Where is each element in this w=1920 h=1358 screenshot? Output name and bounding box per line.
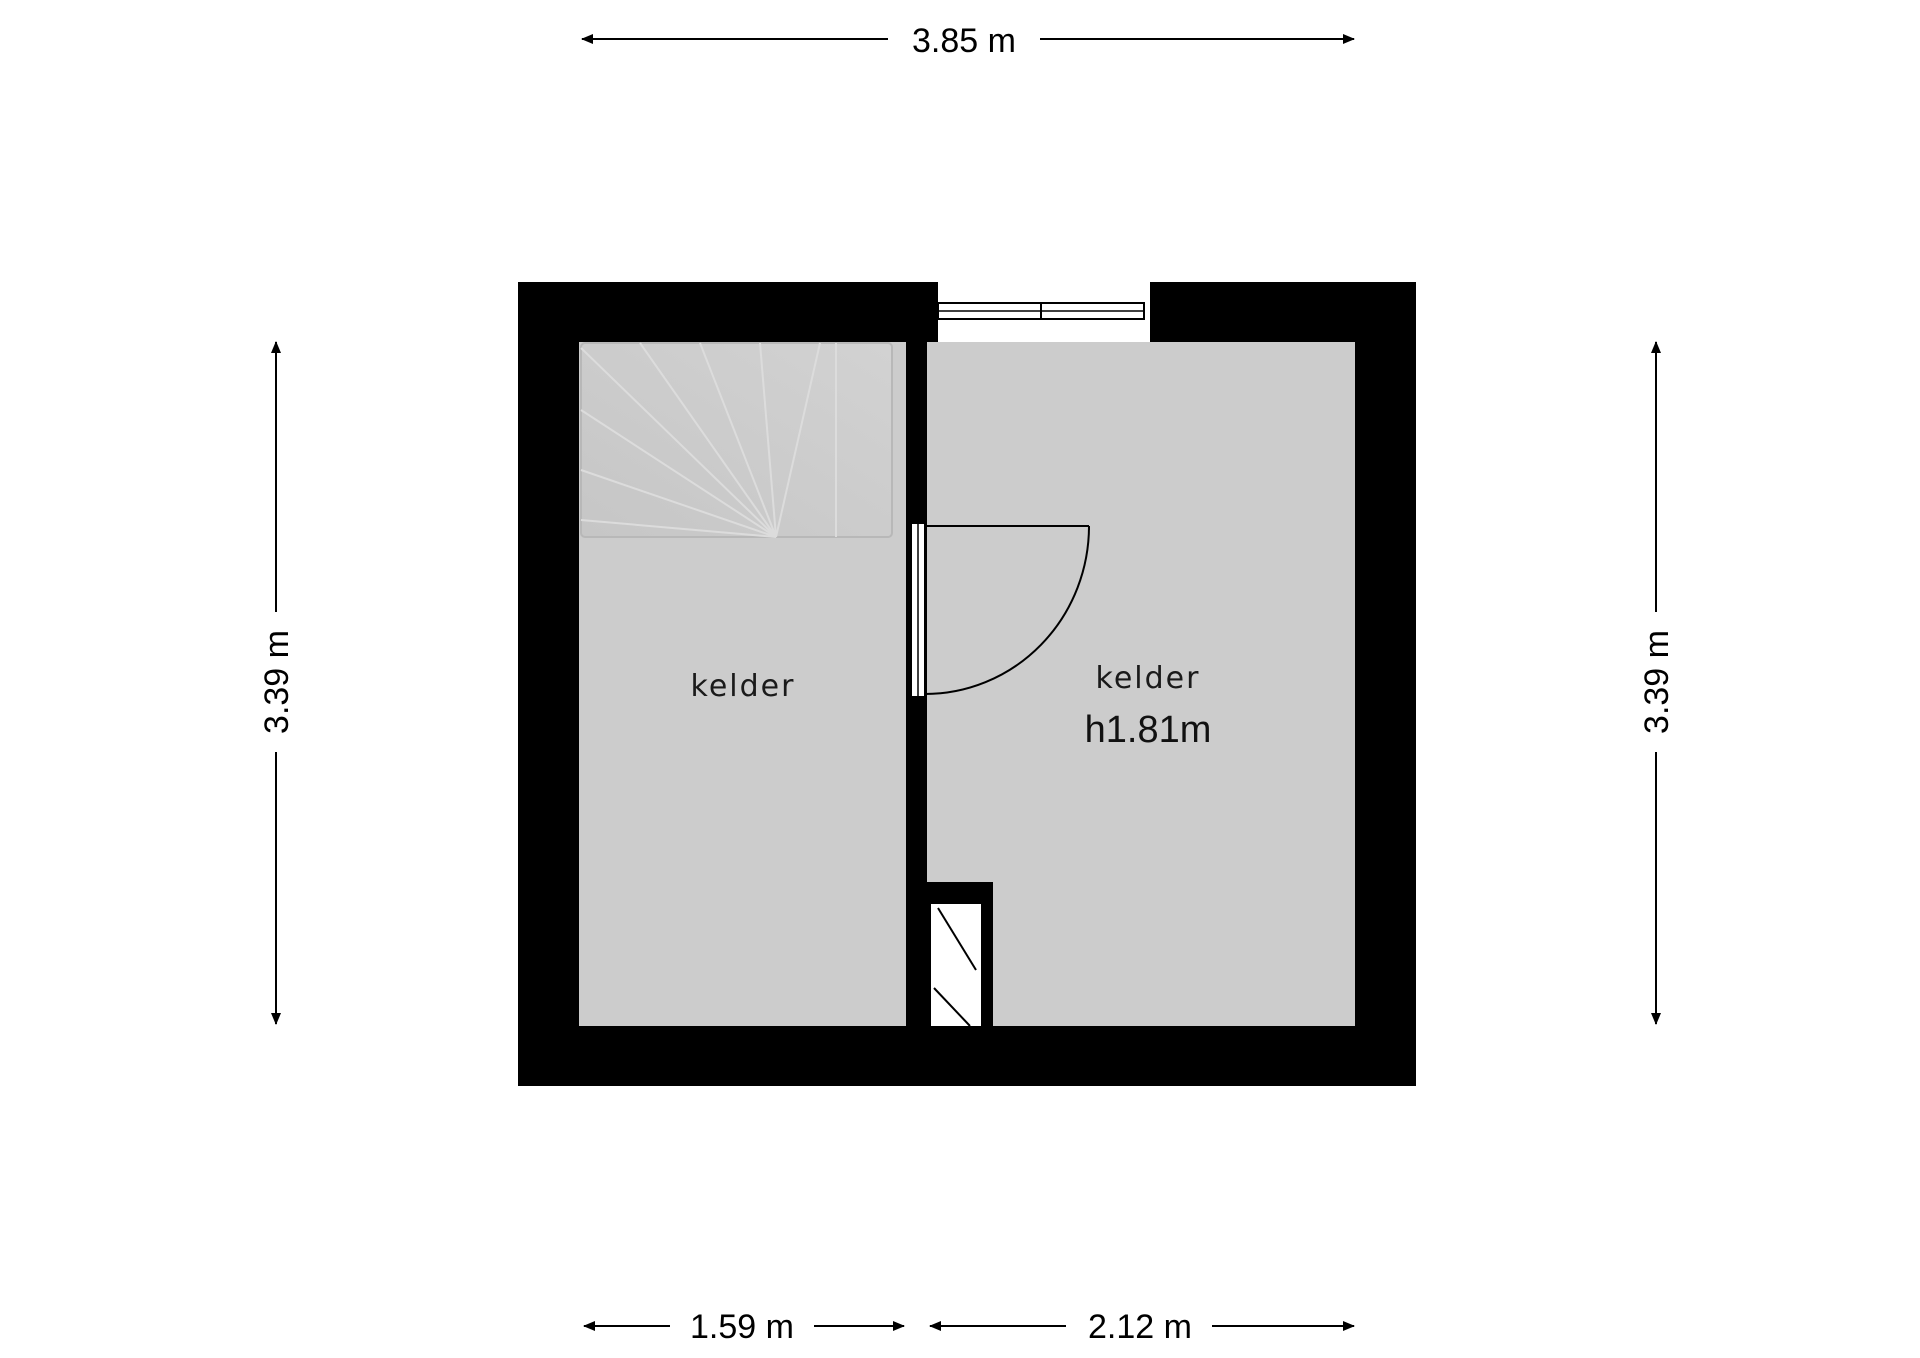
dimension-left: 3.39 m — [258, 341, 296, 1025]
room-label-left: kelder — [691, 669, 796, 704]
window — [937, 282, 1150, 342]
room-height-right: h1.81m — [1085, 709, 1212, 751]
room-floor-right — [927, 342, 1355, 1026]
dimension-right-label: 3.39 m — [1638, 630, 1676, 734]
dimension-top: 3.85 m — [581, 22, 1355, 60]
dimension-bottom-right: 2.12 m — [929, 1308, 1355, 1346]
door[interactable] — [924, 525, 1090, 695]
dimension-top-label: 3.85 m — [912, 22, 1016, 60]
dimension-bottom-left-label: 1.59 m — [690, 1308, 794, 1346]
dimension-bottom-right-label: 2.12 m — [1088, 1308, 1192, 1346]
stairs — [580, 342, 893, 538]
dimension-right: 3.39 m — [1638, 341, 1676, 1025]
dimension-left-label: 3.39 m — [258, 630, 296, 734]
room-label-right: kelder — [1096, 661, 1201, 696]
shaft — [927, 882, 993, 1027]
dimension-bottom-left: 1.59 m — [583, 1308, 905, 1346]
